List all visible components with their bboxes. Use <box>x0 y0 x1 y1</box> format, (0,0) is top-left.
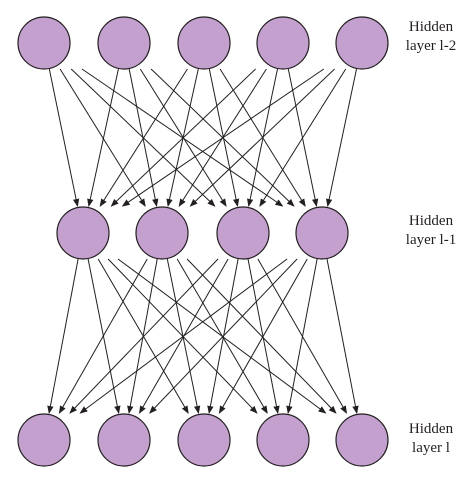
connection-edge <box>69 258 219 414</box>
neurons <box>17 16 389 467</box>
connection-edge <box>259 68 347 207</box>
neuron-node <box>256 413 310 467</box>
neuron-node <box>97 16 151 70</box>
layer-label-title: Hidden <box>408 19 454 35</box>
connection-edge <box>99 68 188 207</box>
neuron-node <box>17 16 71 70</box>
connection-edge <box>59 68 146 207</box>
connection-edge <box>326 68 357 207</box>
connection-edge <box>79 258 288 414</box>
neuron-node <box>97 413 151 467</box>
connection-edge <box>128 68 159 207</box>
neuron-node <box>216 206 270 260</box>
layer-label-top: Hidden layer l-2 <box>396 18 466 56</box>
connection-edge <box>121 68 325 207</box>
layer-label-middle: Hidden layer l-1 <box>396 212 466 250</box>
connection-edge <box>110 68 256 207</box>
connection-edge <box>286 258 318 414</box>
connection-edge <box>127 258 158 414</box>
connection-edge <box>58 258 148 414</box>
neuron-node <box>56 206 110 260</box>
connection-edge <box>149 258 298 414</box>
layer-label-subtitle: layer l <box>412 440 450 456</box>
layer-label-bottom: Hidden layer l <box>396 420 466 458</box>
connection-edge <box>81 68 284 207</box>
connection-edge <box>176 258 268 414</box>
connection-edge <box>47 258 79 414</box>
layer-label-title: Hidden <box>408 213 454 229</box>
neuron-node <box>256 16 310 70</box>
connection-edge <box>218 258 308 414</box>
connection-edge <box>189 68 335 207</box>
connection-edge <box>48 68 80 207</box>
neuron-node <box>135 206 189 260</box>
layer-label-subtitle: layer l-2 <box>405 38 457 54</box>
neuron-node <box>335 413 389 467</box>
neuron-node <box>177 413 231 467</box>
connection-edge <box>87 68 119 207</box>
connection-edge <box>326 258 359 414</box>
neuron-node <box>17 413 71 467</box>
neuron-node <box>335 16 389 70</box>
neuron-node <box>177 16 231 70</box>
connection-lines <box>47 68 359 414</box>
neuron-node <box>295 206 349 260</box>
layer-label-subtitle: layer l-1 <box>405 232 457 248</box>
layer-label-title: Hidden <box>408 421 454 437</box>
connection-edge <box>186 258 337 414</box>
